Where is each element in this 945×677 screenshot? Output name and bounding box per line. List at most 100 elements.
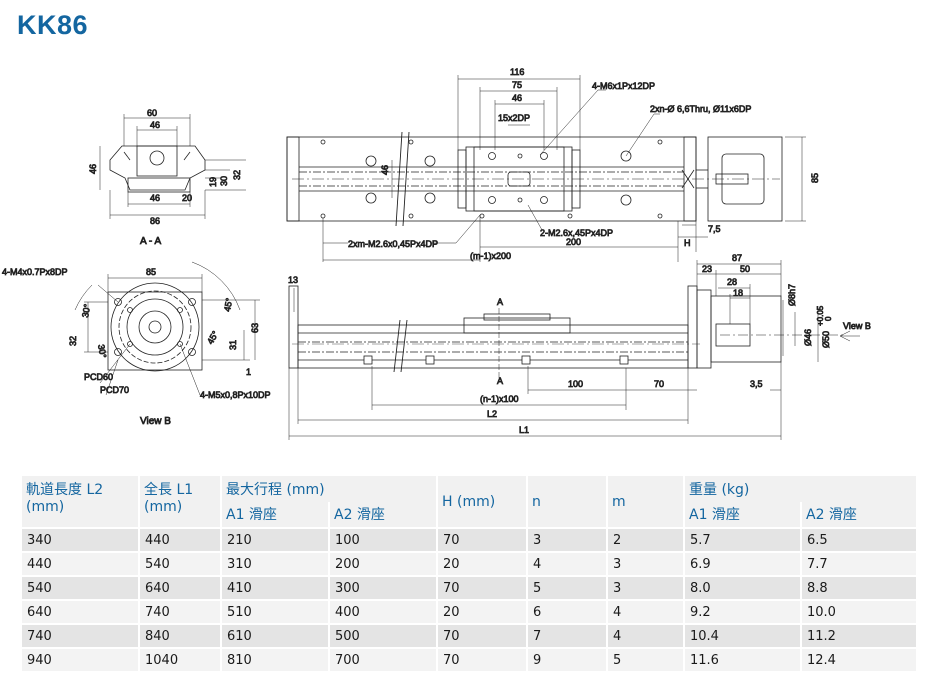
dim-3-5: 3,5 bbox=[750, 379, 763, 389]
cell-rail-length: 340 bbox=[22, 527, 140, 552]
dim-phi50-tol-lower: 0 bbox=[824, 316, 833, 321]
hole-m5-label: 4-M5x0,8Px10DP bbox=[200, 390, 271, 400]
cell-weight-a1: 5.7 bbox=[684, 527, 802, 552]
angle-45-bottom: 45° bbox=[205, 329, 221, 346]
cell-m: 2 bbox=[607, 527, 685, 552]
side-motor-flange bbox=[710, 295, 782, 363]
dim-63: 63 bbox=[250, 323, 260, 333]
hole-m6-label: 4-M6x1Px12DP bbox=[592, 81, 655, 91]
dim-116: 116 bbox=[510, 67, 524, 77]
slider-body bbox=[473, 146, 565, 212]
motor-flange-top bbox=[707, 136, 783, 222]
cell-h: 70 bbox=[437, 527, 528, 552]
pcd60-label: PCD60 bbox=[84, 372, 113, 382]
dim-31: 31 bbox=[228, 340, 238, 350]
dim-15x2dp: 15x2DP bbox=[498, 113, 530, 123]
cell-stroke-a1: 510 bbox=[221, 599, 330, 624]
header-h: H (mm) bbox=[437, 476, 528, 528]
cell-h: 70 bbox=[437, 575, 528, 600]
dim-phi50-tol-upper: +0.05 bbox=[816, 305, 825, 326]
cell-rail-length: 940 bbox=[22, 647, 140, 671]
dim-86: 86 bbox=[150, 216, 160, 226]
cell-weight-a2: 11.2 bbox=[801, 623, 916, 648]
dim-30: 30 bbox=[219, 176, 229, 186]
cell-weight-a1: 10.4 bbox=[684, 623, 802, 648]
cell-m: 3 bbox=[607, 551, 685, 576]
cell-weight-a2: 6.5 bbox=[801, 527, 916, 552]
cell-n: 7 bbox=[527, 623, 608, 648]
cell-stroke-a2: 200 bbox=[329, 551, 438, 576]
dim-87: 87 bbox=[732, 253, 742, 263]
cell-stroke-a2: 300 bbox=[329, 575, 438, 600]
cell-total-length: 740 bbox=[139, 599, 222, 624]
side-view: 13 A A 87 23 50 28 18 Ø8h7 Ø46 Ø50 +0.05… bbox=[288, 253, 871, 440]
flange-square bbox=[107, 291, 203, 371]
cell-weight-a2: 10.0 bbox=[801, 599, 916, 624]
dim-phi50: Ø50 bbox=[821, 331, 831, 348]
header-stroke-a1: A1 滑座 bbox=[221, 502, 330, 528]
view-b: 4-M4x0.7Px8DP 85 30° 45° 63 32 31 1 30° … bbox=[2, 261, 271, 427]
cell-n: 3 bbox=[527, 527, 608, 552]
header-weight: 重量 (kg) bbox=[684, 476, 916, 502]
dim-46-vertical: 46 bbox=[380, 165, 390, 175]
cell-weight-a1: 8.0 bbox=[684, 575, 802, 600]
cell-stroke-a1: 210 bbox=[221, 527, 330, 552]
cell-m: 4 bbox=[607, 623, 685, 648]
angle-30-left: 30° bbox=[80, 303, 92, 319]
dim-85-viewb: 85 bbox=[146, 267, 156, 277]
section-mark-a-bottom: A bbox=[497, 376, 503, 386]
cell-m: 3 bbox=[607, 575, 685, 600]
hole-m26-slide-label: 2-M2.6x,45Px4DP bbox=[540, 228, 613, 238]
dim-46-left: 46 bbox=[88, 164, 98, 174]
dim-50: 50 bbox=[740, 264, 750, 274]
side-end-left bbox=[288, 285, 299, 369]
cell-total-length: 840 bbox=[139, 623, 222, 648]
cell-n: 6 bbox=[527, 599, 608, 624]
cell-stroke-a2: 500 bbox=[329, 623, 438, 648]
dim-60: 60 bbox=[147, 108, 157, 118]
dim-75: 75 bbox=[512, 80, 522, 90]
dim-46-top: 46 bbox=[150, 120, 160, 130]
dim-1: 1 bbox=[246, 367, 251, 377]
header-rail-length: 軌道長度 L2 (mm) bbox=[22, 476, 140, 528]
dim-28: 28 bbox=[727, 277, 737, 287]
cell-stroke-a2: 700 bbox=[329, 647, 438, 671]
view-b-arrow-label: View B bbox=[843, 321, 871, 331]
dim-phi46: Ø46 bbox=[803, 329, 813, 346]
hole-m26-rail-label: 2xm-M2.6x0,45Px4DP bbox=[348, 239, 438, 249]
cell-h: 70 bbox=[437, 647, 528, 671]
cell-weight-a1: 11.6 bbox=[684, 647, 802, 671]
header-weight-a1: A1 滑座 bbox=[684, 502, 802, 528]
dim-46: 46 bbox=[512, 93, 522, 103]
cell-stroke-a1: 810 bbox=[221, 647, 330, 671]
cell-total-length: 540 bbox=[139, 551, 222, 576]
cell-rail-length: 740 bbox=[22, 623, 140, 648]
angle-45-top: 45° bbox=[222, 297, 234, 313]
cell-weight-a1: 9.2 bbox=[684, 599, 802, 624]
dim-85: 85 bbox=[810, 173, 820, 183]
dim-20: 20 bbox=[182, 193, 192, 203]
cell-weight-a2: 7.7 bbox=[801, 551, 916, 576]
dim-46-bottom: 46 bbox=[150, 193, 160, 203]
side-rail-body bbox=[297, 324, 689, 369]
pcd70-circle bbox=[110, 282, 200, 372]
cell-stroke-a2: 400 bbox=[329, 599, 438, 624]
hole-thru-label: 2xn-Ø 6,6Thru, Ø11x6DP bbox=[650, 104, 751, 114]
header-stroke-a2: A2 滑座 bbox=[329, 502, 438, 528]
top-view: 116 75 46 15x2DP 4-M6x1Px12DP 2xn-Ø 6,6T… bbox=[286, 67, 820, 262]
cell-weight-a2: 12.4 bbox=[801, 647, 916, 671]
pcd70-label: PCD70 bbox=[100, 385, 129, 395]
hole-m4-label: 4-M4x0.7Px8DP bbox=[2, 267, 68, 277]
technical-drawing: 116 75 46 15x2DP 4-M6x1Px12DP 2xn-Ø 6,6T… bbox=[2, 67, 871, 440]
angle-30-bottom: 30° bbox=[96, 344, 108, 360]
dim-7-5: 7,5 bbox=[708, 224, 721, 234]
dim-L1: L1 bbox=[519, 425, 529, 435]
side-end-right bbox=[687, 285, 698, 369]
dim-H: H bbox=[684, 238, 691, 248]
cell-h: 70 bbox=[437, 623, 528, 648]
